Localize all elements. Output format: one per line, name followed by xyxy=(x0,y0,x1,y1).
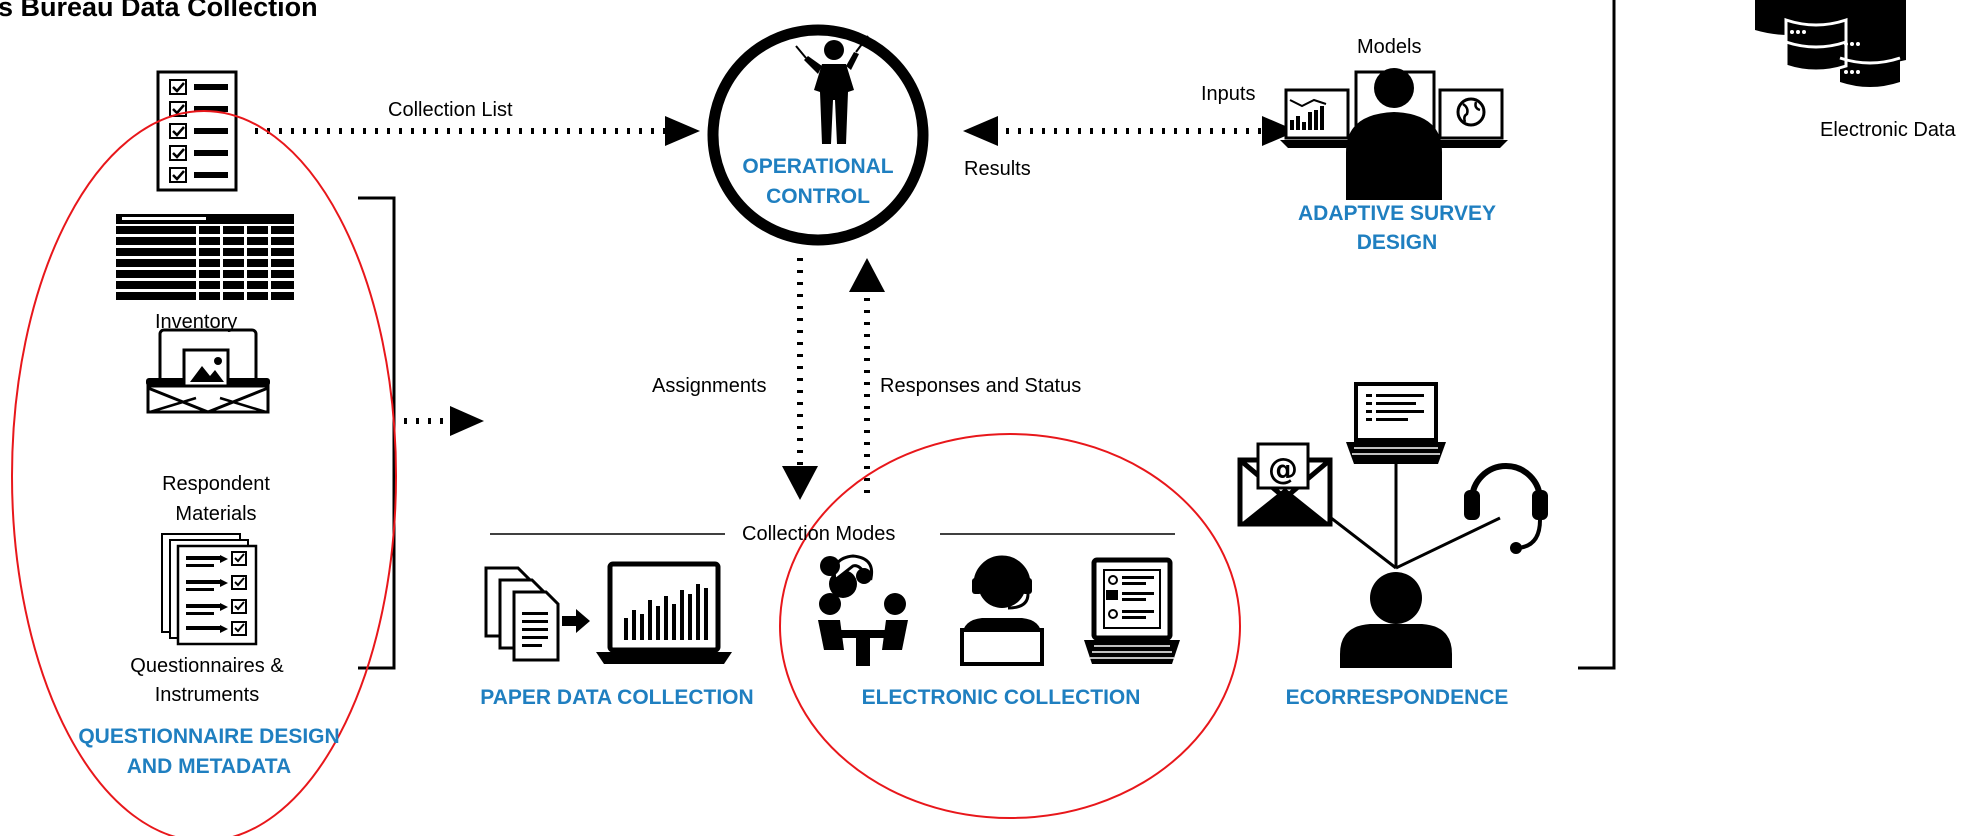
models-label: Models xyxy=(1357,36,1422,58)
questionnaire-design-heading-2: AND METADATA xyxy=(126,755,292,778)
headset-icon xyxy=(1464,463,1548,554)
adaptive-design-heading-1: ADAPTIVE SURVEY xyxy=(1298,202,1496,225)
right-bracket xyxy=(1578,0,1616,670)
ecorrespondence-heading: ECORRESPONDENCE xyxy=(1285,686,1509,709)
results-label: Results xyxy=(964,158,1031,180)
electronic-data-label: Electronic Data xyxy=(1820,119,1956,141)
collection-modes-label: Collection Modes xyxy=(742,523,896,545)
assignments-label: Assignments xyxy=(652,375,767,397)
inventory-label: Inventory xyxy=(155,311,238,333)
operational-control-circle xyxy=(707,24,929,246)
highlight-ellipse-questionnaire xyxy=(11,110,397,836)
questionnaire-stack-icon xyxy=(161,533,258,646)
analyst-monitors-icon xyxy=(1280,68,1508,200)
interview-group-icon xyxy=(818,554,908,666)
materials-bracket xyxy=(358,196,396,670)
questionnaires-label-1: Questionnaires & xyxy=(130,655,284,677)
results-arrowhead xyxy=(963,116,998,146)
operational-control-heading-1: OPERATIONAL xyxy=(742,155,894,178)
collection-list-label: Collection List xyxy=(388,99,513,121)
web-form-laptop-icon xyxy=(1084,557,1180,664)
respondent-materials-label-1: Respondent xyxy=(162,473,270,495)
inventory-table-icon xyxy=(116,214,294,304)
inputs-arrowhead xyxy=(1262,116,1297,146)
conductor-icon xyxy=(795,35,869,144)
responses-status-label: Responses and Status xyxy=(880,375,1082,397)
questionnaires-label-2: Instruments xyxy=(154,684,260,706)
electronic-collection-heading: ELECTRONIC COLLECTION xyxy=(861,686,1141,709)
database-icon xyxy=(1755,0,1906,87)
person-icon xyxy=(1340,572,1452,668)
diagram-title: s Bureau Data Collection xyxy=(0,0,318,22)
paper-to-laptop-icon xyxy=(484,561,732,664)
collection-list-arrowhead xyxy=(665,116,700,146)
assignments-arrowhead xyxy=(782,466,818,500)
laptop-icon xyxy=(1346,382,1446,464)
questionnaire-design-heading-1: QUESTIONNAIRE DESIGN xyxy=(78,725,340,748)
inputs-label: Inputs xyxy=(1201,83,1256,105)
headset-agent-icon xyxy=(960,555,1044,666)
respondent-materials-label-2: Materials xyxy=(175,503,257,525)
checklist-icon xyxy=(156,70,238,192)
adaptive-design-heading-2: DESIGN xyxy=(1356,231,1438,254)
at-symbol: @ xyxy=(1268,452,1298,487)
materials-arrowhead xyxy=(450,406,484,436)
mail-laptop-icon xyxy=(146,328,270,414)
highlight-ellipse-electronic xyxy=(779,433,1241,819)
operational-control-heading-2: CONTROL xyxy=(766,185,870,208)
responses-arrowhead xyxy=(849,258,885,292)
email-icon: @ xyxy=(1237,442,1333,527)
paper-collection-heading: PAPER DATA COLLECTION xyxy=(480,686,754,709)
